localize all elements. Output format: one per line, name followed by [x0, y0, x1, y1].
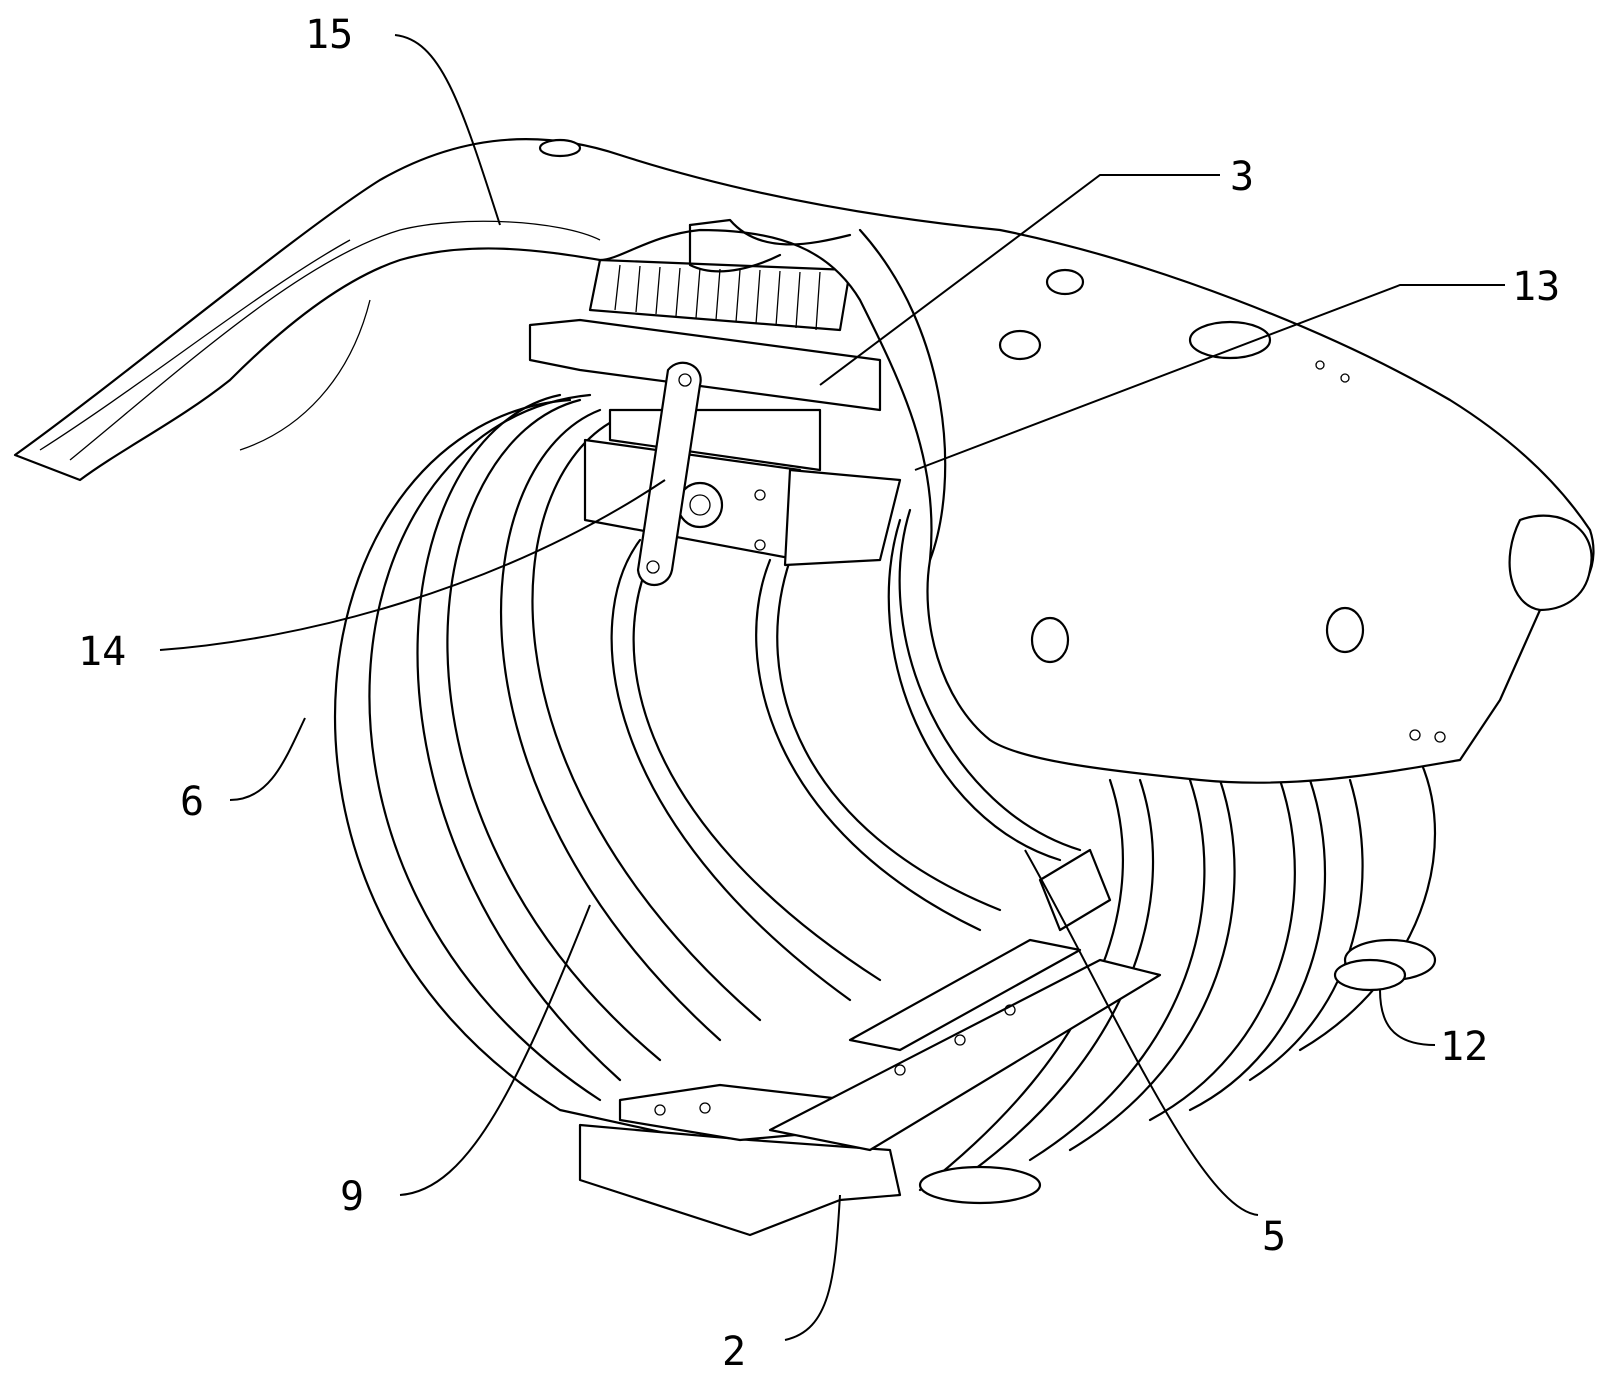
leader-lines [159, 34, 1505, 1341]
label-15: 15 [305, 12, 353, 58]
label-9: 9 [340, 1174, 364, 1220]
label-12: 12 [1440, 1024, 1488, 1070]
label-5: 5 [1262, 1214, 1286, 1260]
label-14: 14 [78, 629, 126, 675]
hood-shell [13, 138, 1595, 784]
motor-assembly [528, 258, 902, 586]
label-6: 6 [180, 779, 204, 825]
label-2: 2 [722, 1329, 746, 1375]
label-3: 3 [1230, 154, 1254, 200]
reference-labels: 15 3 13 14 6 9 2 5 12 [78, 12, 1560, 1375]
label-13: 13 [1512, 264, 1560, 310]
base-frame [578, 848, 1437, 1237]
